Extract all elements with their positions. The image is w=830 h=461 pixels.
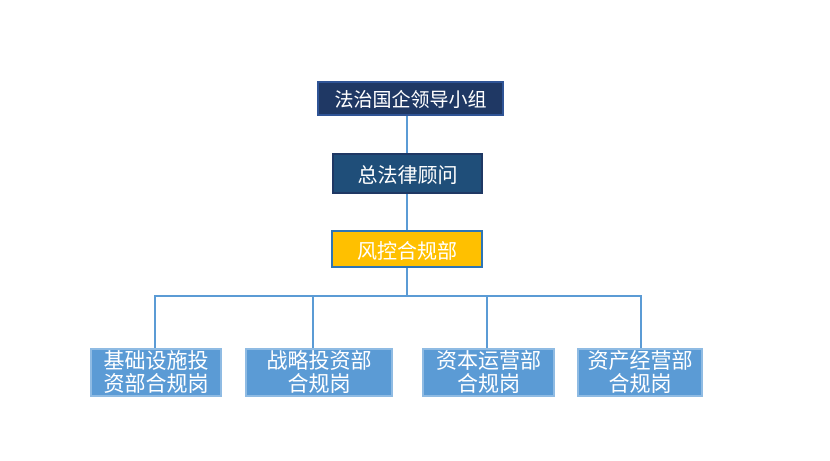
node-leadership-group-label: 法治国企领导小组 bbox=[334, 89, 487, 111]
node-label-line: 合规岗 bbox=[608, 371, 672, 396]
node-label-line: 资产经营部 bbox=[587, 348, 693, 373]
connector-drop-leaf-2 bbox=[312, 296, 314, 348]
node-asset-management-compliance: 资产经营部 合规岗 bbox=[577, 348, 703, 397]
node-risk-compliance-dept: 风控合规部 bbox=[331, 230, 483, 268]
node-infrastructure-investment-compliance: 基础设施投 资部合规岗 bbox=[90, 348, 222, 397]
connector-horizontal-bus bbox=[154, 295, 642, 297]
node-leadership-group: 法治国企领导小组 bbox=[317, 81, 504, 116]
node-label-line: 合规岗 bbox=[457, 371, 520, 396]
node-general-counsel: 总法律顾问 bbox=[332, 153, 483, 194]
connector-drop-leaf-3 bbox=[486, 296, 488, 348]
connector-level2-to-level3 bbox=[406, 194, 408, 230]
connector-level3-to-bus bbox=[406, 268, 408, 297]
connector-drop-leaf-4 bbox=[640, 296, 642, 348]
node-general-counsel-label: 总法律顾问 bbox=[357, 163, 458, 187]
node-label-line: 资本运营部 bbox=[436, 348, 541, 373]
connector-root-to-level2 bbox=[406, 116, 408, 153]
node-risk-compliance-dept-label: 风控合规部 bbox=[357, 238, 457, 263]
node-label-line: 战略投资部 bbox=[266, 348, 372, 373]
node-capital-operations-compliance: 资本运营部 合规岗 bbox=[422, 348, 555, 397]
connector-drop-leaf-1 bbox=[154, 296, 156, 348]
node-label-line: 资部合规岗 bbox=[103, 371, 209, 396]
node-label-line: 合规岗 bbox=[287, 371, 351, 396]
node-strategic-investment-compliance: 战略投资部 合规岗 bbox=[245, 348, 393, 397]
node-label-line: 基础设施投 bbox=[103, 348, 209, 373]
